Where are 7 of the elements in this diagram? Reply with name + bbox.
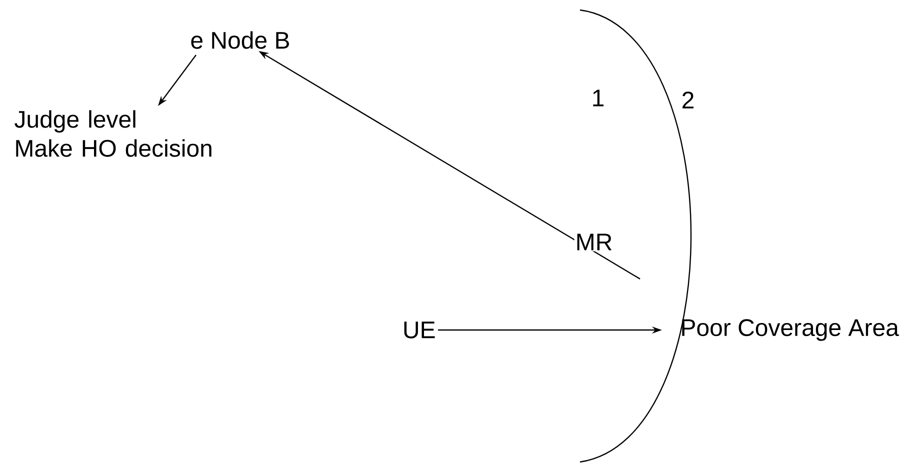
region-number: 2 bbox=[682, 92, 694, 108]
edge-label: MR bbox=[574, 232, 614, 252]
region-number: 1 bbox=[593, 90, 604, 106]
decision-text: Judge level Make HO decision bbox=[14, 110, 212, 157]
device-label: UE bbox=[404, 322, 435, 338]
area-label: Poor Coverage Area bbox=[682, 319, 899, 341]
base-station-label: e Node B bbox=[191, 31, 289, 49]
